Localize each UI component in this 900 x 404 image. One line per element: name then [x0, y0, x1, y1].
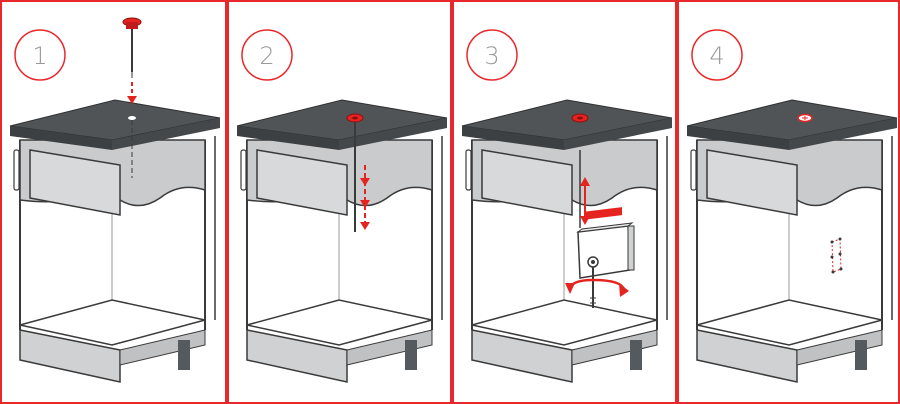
countertop	[686, 99, 898, 150]
step-1-illustration: 1	[0, 0, 227, 404]
step-number: 1	[32, 42, 47, 70]
plinth	[246, 329, 348, 383]
step-number-circle	[691, 29, 743, 81]
plinth	[696, 329, 798, 383]
panel-frame	[452, 0, 677, 404]
step-number-circle	[241, 29, 293, 81]
rotate-arrow-icon	[565, 278, 629, 297]
cabinet-bottom	[471, 299, 658, 346]
countertop	[236, 99, 448, 150]
hose-box-icon	[576, 207, 635, 308]
step-number: 4	[709, 42, 724, 70]
step-panel-1: 1	[0, 0, 227, 404]
door-panel	[481, 149, 573, 216]
base-cabinet	[465, 136, 668, 383]
panel-frame	[227, 0, 452, 404]
door-panel	[29, 149, 121, 216]
door-handle	[13, 149, 20, 191]
panel-frame	[0, 0, 227, 404]
panel-frame	[677, 0, 900, 404]
step-number: 3	[484, 42, 499, 70]
push-button-icon	[346, 113, 364, 123]
plinth	[471, 329, 573, 383]
step-2-illustration: 2	[227, 0, 452, 404]
countertop-hole	[128, 116, 136, 120]
push-button-icon	[571, 113, 589, 123]
countertop	[9, 99, 221, 150]
cabinet-leg	[178, 340, 190, 370]
base-cabinet	[240, 136, 443, 383]
step-3-illustration: 3	[452, 0, 677, 404]
step-panel-3: 3	[452, 0, 677, 404]
step-panel-4: 4	[677, 0, 900, 404]
push-button-icon	[122, 17, 142, 78]
cabinet-leg	[855, 340, 867, 370]
step-number: 2	[259, 42, 274, 70]
step-panel-2: 2	[227, 0, 452, 404]
plinth	[19, 329, 121, 383]
step-number-circle	[14, 29, 66, 81]
base-cabinet	[690, 136, 893, 383]
door-handle	[690, 149, 697, 191]
cabinet-leg	[405, 340, 417, 370]
down-arrow-icon	[360, 165, 370, 230]
countertop	[461, 99, 673, 150]
door-handle	[240, 149, 247, 191]
door-panel	[706, 149, 798, 216]
cabinet-bottom	[19, 299, 206, 346]
drill-marks-icon	[830, 237, 843, 274]
base-cabinet	[13, 136, 216, 383]
cabinet-bottom	[696, 299, 883, 346]
step-number-circle	[466, 29, 518, 81]
cabinet-bottom	[246, 299, 433, 346]
door-handle	[465, 149, 472, 191]
door-panel	[256, 149, 348, 216]
button-flange-icon	[797, 113, 813, 123]
cabinet-leg	[630, 340, 642, 370]
step-4-illustration: 4	[677, 0, 900, 404]
down-arrow-icon	[127, 82, 137, 104]
